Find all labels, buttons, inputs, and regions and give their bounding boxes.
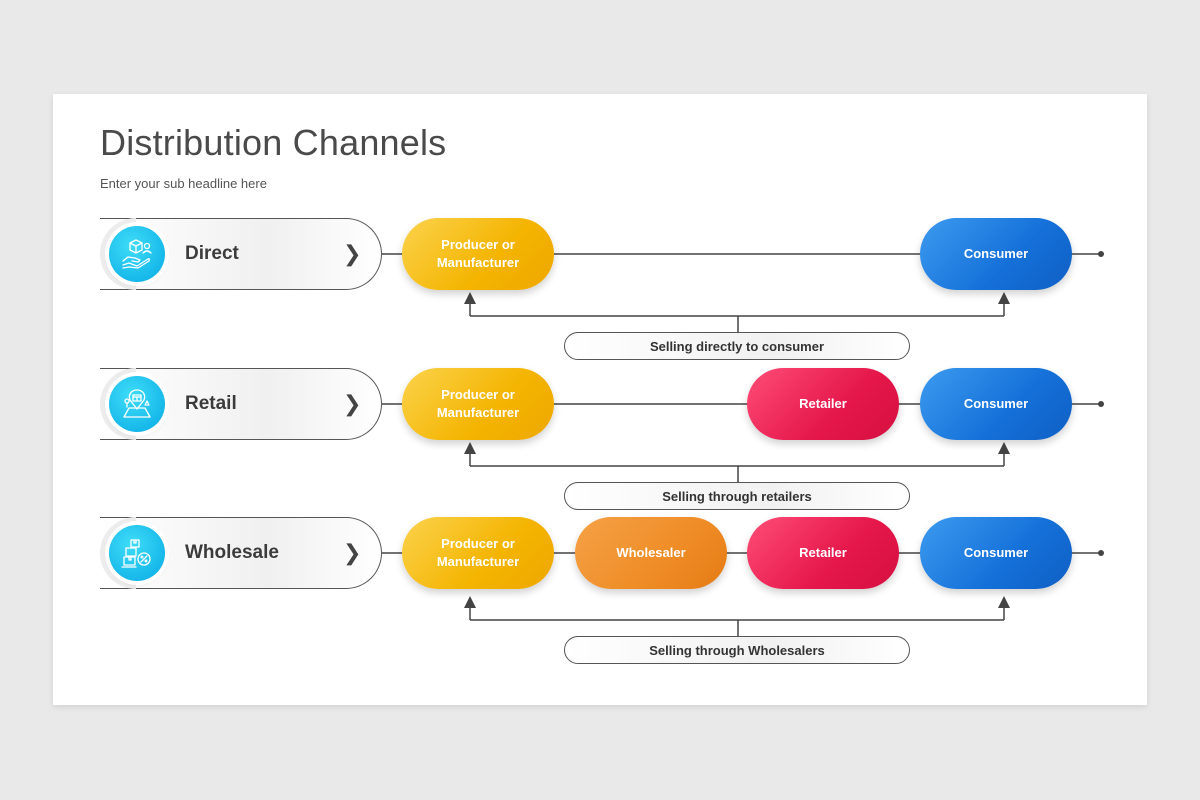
boxes-discount-icon xyxy=(109,525,165,581)
chevron-right-icon[interactable]: ❯ xyxy=(343,391,362,416)
node-producer: Producer or Manufacturer xyxy=(402,517,554,589)
node-consumer-text: Consumer xyxy=(963,545,1029,560)
row-direct-end-dot xyxy=(1098,251,1104,257)
node-producer-text: Producer or Manufacturer xyxy=(436,536,520,569)
row-retail-end-dot xyxy=(1098,401,1104,407)
node-retailer: Retailer xyxy=(747,368,899,440)
node-consumer: Consumer xyxy=(920,517,1072,589)
node-producer-text: Producer or Manufacturer xyxy=(436,387,520,420)
node-retailer: Retailer xyxy=(747,517,899,589)
row-direct-bracket xyxy=(470,315,1004,332)
node-wholesaler: Wholesaler xyxy=(575,517,727,589)
chevron-right-icon[interactable]: ❯ xyxy=(343,241,362,266)
node-producer: Producer or Manufacturer xyxy=(402,368,554,440)
row-wholesale-bracket xyxy=(470,619,1004,636)
row-direct-caption: Selling directly to consumer xyxy=(564,332,910,360)
row-wholesale-caption: Selling through Wholesalers xyxy=(564,636,910,664)
row-retail-label: Retail xyxy=(185,393,237,414)
page-title: Distribution Channels xyxy=(100,122,447,163)
hand-delivery-icon xyxy=(109,226,165,282)
node-producer-text: Producer or Manufacturer xyxy=(436,237,520,270)
row-retail-bracket xyxy=(470,465,1004,482)
node-wholesaler-text: Wholesaler xyxy=(616,545,686,560)
node-consumer: Consumer xyxy=(920,368,1072,440)
page-subtitle: Enter your sub headline here xyxy=(100,176,267,191)
node-consumer-text: Consumer xyxy=(963,246,1029,261)
node-producer: Producer or Manufacturer xyxy=(402,218,554,290)
store-location-icon xyxy=(109,376,165,432)
row-wholesale-label: Wholesale xyxy=(185,542,279,563)
node-consumer-text: Consumer xyxy=(963,396,1029,411)
row-direct-label: Direct xyxy=(185,243,239,264)
node-retailer-text: Retailer xyxy=(799,396,847,411)
row-wholesale-end-dot xyxy=(1098,550,1104,556)
node-consumer: Consumer xyxy=(920,218,1072,290)
node-retailer-text: Retailer xyxy=(799,545,847,560)
row-retail-caption: Selling through retailers xyxy=(564,482,910,510)
chevron-right-icon[interactable]: ❯ xyxy=(343,540,362,565)
